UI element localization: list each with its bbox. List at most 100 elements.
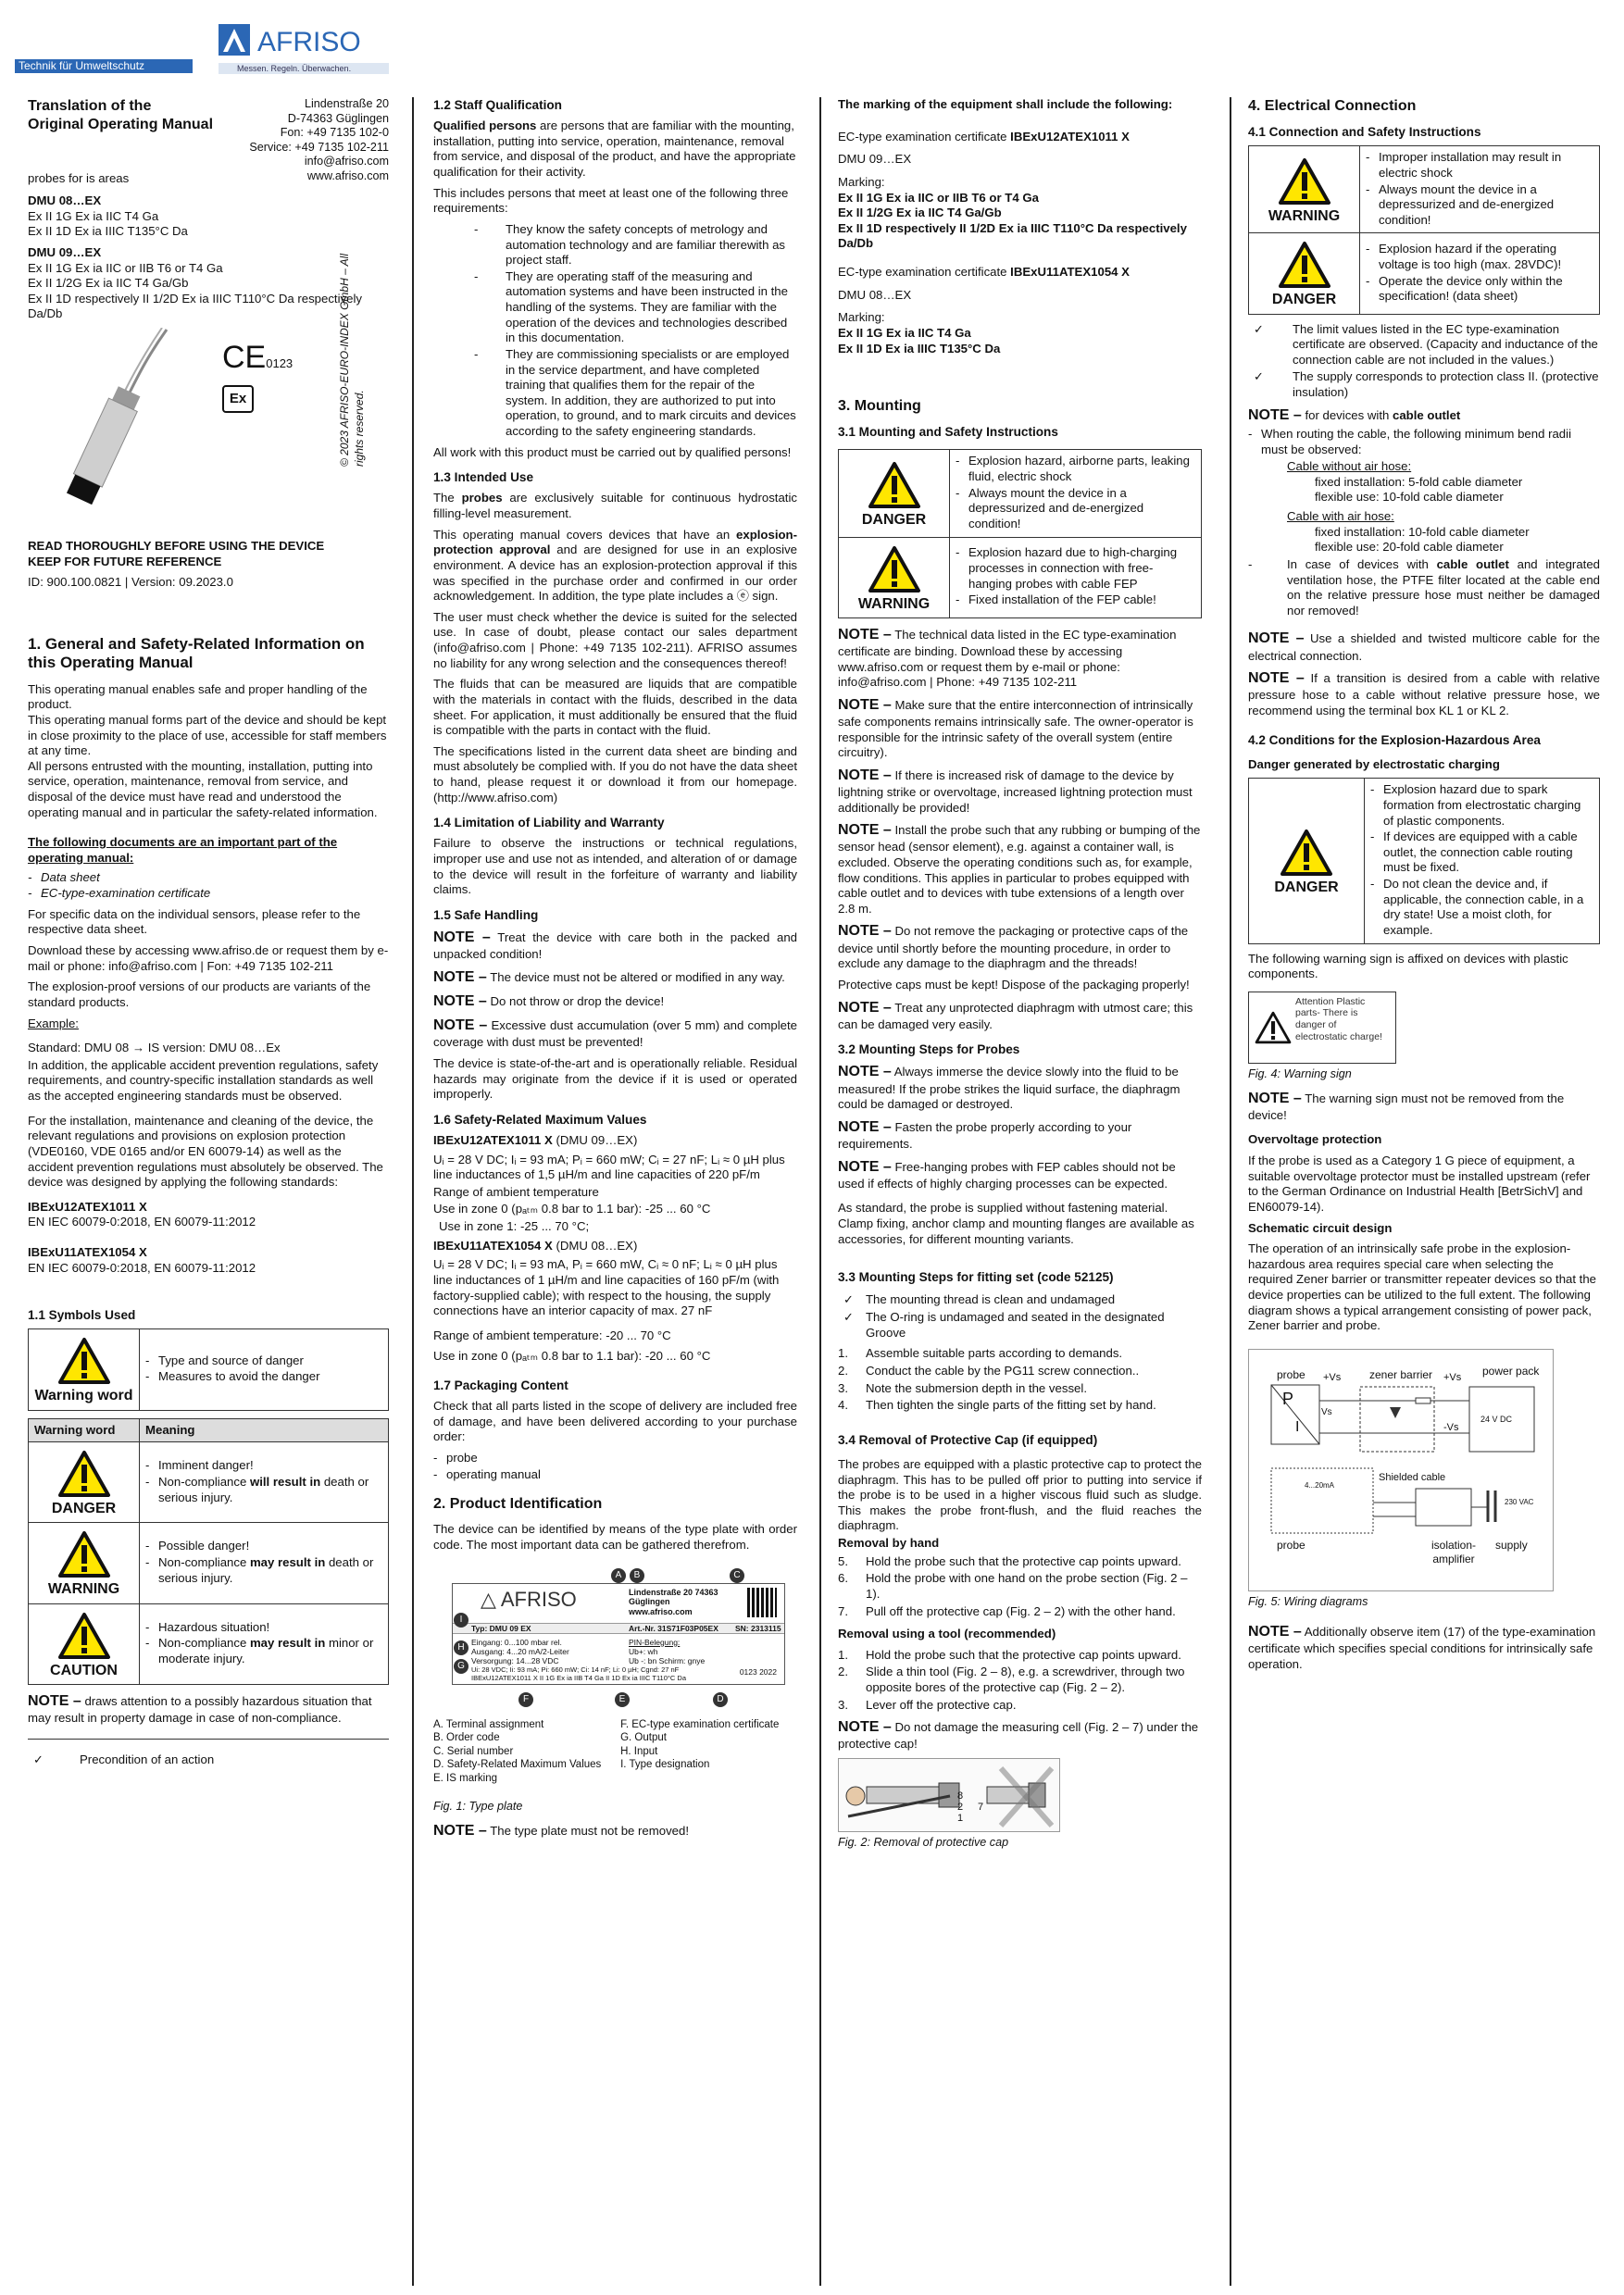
step-item: 3.Note the submersion depth in the vesse…	[838, 1380, 1087, 1395]
diagram-label: Shielded cable	[1379, 1471, 1446, 1483]
type-plate: △ AFRISO Lindenstraße 20 74363 Güglingen…	[452, 1582, 785, 1685]
ce-mark: CE0123	[222, 340, 294, 375]
warning-triangle-icon	[868, 545, 920, 592]
warning-sign-text: Attention Plastic parts- There is danger…	[1295, 995, 1382, 1042]
section-heading: 1.3 Intended Use	[433, 470, 534, 485]
cap-removal-figure: 8 2 1 7	[838, 1758, 1060, 1833]
step-item: 1.Assemble suitable parts according to d…	[838, 1346, 1123, 1361]
qr-code-icon	[747, 1587, 777, 1617]
warning-triangle-icon	[868, 461, 920, 508]
section-heading: 3.1 Mounting and Safety Instructions	[838, 425, 1058, 440]
list-item: operating manual	[433, 1467, 797, 1483]
callout-a: A	[611, 1566, 626, 1583]
plate-line: PIN-Belegung:	[629, 1637, 681, 1647]
address-line: Service: +49 7135 102-211	[249, 140, 389, 154]
note: NOTE – Additionally observe item (17) of…	[1248, 1623, 1596, 1671]
paragraph: This operating manual forms part of the …	[28, 712, 387, 758]
note: NOTE – Free-hanging probes with FEP cabl…	[838, 1158, 1176, 1191]
cable-outlet-list: In case of devices with cable outlet and…	[1248, 557, 1600, 619]
paragraph: The device is state-of-the-art and is op…	[433, 1055, 797, 1102]
callout-g: G	[454, 1657, 468, 1674]
paragraph: If the probe is used as a Category 1 G p…	[1248, 1154, 1591, 1214]
symbols-heading: 1.1 Symbols Used	[28, 1308, 136, 1323]
esd-table: DANGER Explosion hazard due to spark for…	[1248, 778, 1600, 944]
marking-line: Ex II 1G Ex ia IIC T4 Ga	[28, 208, 159, 223]
section-heading: 4.2 Conditions for the Explosion-Hazardo…	[1248, 732, 1541, 747]
paragraph: Download these by accessing www.afriso.d…	[28, 943, 389, 973]
paragraph: Failure to observe the instructions or t…	[433, 836, 797, 897]
column-divider	[412, 97, 414, 2286]
caution-label: CAUTION	[50, 1662, 118, 1678]
dmu09-title: DMU 09…EX	[28, 244, 102, 259]
table-row: WARNING Explosion hazard due to high-cha…	[838, 536, 1202, 618]
paragraph: This operating manual enables safe and p…	[28, 681, 368, 712]
model-label: DMU 08…EX	[838, 287, 912, 302]
doc-title-2: Original Operating Manual	[28, 117, 214, 132]
ex-mark-icon: Ex	[222, 385, 254, 413]
paragraph: Use in zone 1: -25 ... 70 °C;	[439, 1219, 590, 1233]
list-item: If devices are equipped with a cable out…	[1370, 829, 1593, 876]
cap-removal-diagram	[845, 1766, 1055, 1828]
plate-line: Ub -: bn Schirm: gnye	[629, 1655, 706, 1665]
address-line: www.afriso.com	[306, 169, 389, 183]
certificate-id: IBExU12ATEX1011 X	[28, 1199, 147, 1214]
plate-line: 0123 2022	[739, 1666, 777, 1677]
paragraph: The operation of an intrinsically safe p…	[1248, 1241, 1597, 1333]
product-area: CE0123 Ex © 2023 AFRISO-EURO-INDEX GmbH …	[28, 254, 389, 522]
list-item: When routing the cable, the following mi…	[1248, 427, 1600, 457]
note: NOTE – Fasten the probe properly accordi…	[838, 1118, 1132, 1151]
slogan-bar: Messen. Regeln. Überwachen.	[219, 63, 389, 74]
section-heading: 1.4 Limitation of Liability and Warranty	[433, 816, 665, 830]
table-header: Meaning	[139, 1417, 389, 1443]
keep-notice: KEEP FOR FUTURE REFERENCE	[28, 554, 222, 568]
note: NOTE – Treat any unprotected diaphragm w…	[838, 999, 1193, 1031]
callout-h: H	[454, 1639, 468, 1655]
note: NOTE – for devices with cable outlet	[1248, 406, 1461, 423]
paragraph: This includes persons that meet at least…	[433, 185, 789, 216]
diagram-label: supply	[1495, 1538, 1528, 1552]
address-line: Fon: +49 7135 102-0	[280, 126, 389, 140]
paragraph: Check that all parts listed in the scope…	[433, 1399, 797, 1444]
warning-word-cell: Warning word	[28, 1328, 140, 1411]
list-item: EC-type-examination certificate	[28, 886, 389, 902]
check-item: The limit values listed in the EC type-e…	[1248, 322, 1600, 368]
paragraph: Use in zone 0 (pₐₜₘ 0.8 bar to 1.1 bar):…	[433, 1349, 711, 1364]
subheading: Danger generated by electrostatic chargi…	[1248, 756, 1500, 771]
wiring-diagram	[1270, 1384, 1535, 1534]
cable-type: Cable without air hose:	[1287, 459, 1412, 474]
precondition-item: Precondition of an action	[28, 1752, 389, 1768]
radius-item: flexible use: 20-fold cable diameter	[1315, 540, 1504, 555]
diagram-label: +Vs	[1323, 1371, 1342, 1383]
probe-image	[66, 328, 169, 505]
subheading: Removal using a tool (recommended)	[838, 1627, 1056, 1641]
diagram-label: zener barrier	[1369, 1367, 1433, 1381]
marking-label: Marking:	[838, 174, 885, 189]
section-1-heading: 1. General and Safety-Related Informatio…	[28, 634, 365, 672]
diagram-label: probe	[1277, 1538, 1305, 1552]
bend-radii-list: When routing the cable, the following mi…	[1248, 427, 1600, 457]
warning-triangle-icon	[1278, 157, 1330, 205]
warning-triangle-icon	[1280, 829, 1332, 876]
paragraph: Protective caps must be kept! Dispose of…	[838, 977, 1190, 992]
paragraph: Uᵢ = 28 V DC; Iᵢ = 93 mA; Pᵢ = 660 mW; C…	[433, 1152, 785, 1182]
paragraph: The user must check whether the device i…	[433, 609, 797, 670]
cable-type: Cable with air hose:	[1287, 509, 1394, 523]
paragraph: All persons entrusted with the mounting,…	[28, 758, 378, 819]
standard-ref: EN IEC 60079-0:2018, EN 60079-11:2012	[28, 1215, 256, 1229]
type-plate-figure: △ AFRISO Lindenstraße 20 74363 Güglingen…	[433, 1567, 797, 1713]
list-item: They are operating staff of the measurin…	[433, 269, 797, 346]
plate-line: Ub+: wh	[629, 1646, 658, 1656]
address-line: D-74363 Güglingen	[287, 111, 389, 125]
list-item: Explosion hazard due to high-charging pr…	[956, 545, 1195, 592]
table-row: DANGER Explosion hazard due to spark for…	[1248, 778, 1600, 944]
section-heading: 1.2 Staff Qualification	[433, 98, 562, 112]
subheading: Overvoltage protection	[1248, 1132, 1382, 1147]
documents-heading: The following documents are an important…	[28, 835, 338, 865]
warning-label: WARNING	[47, 1581, 120, 1598]
warning-triangle-icon	[1255, 1011, 1292, 1044]
table-row: DANGER Explosion hazard if the operating…	[1248, 232, 1600, 315]
diagram-label: -Vs	[1443, 1421, 1459, 1433]
note: NOTE – Do not damage the measuring cell …	[838, 1719, 1199, 1752]
probes-label: probes for is areas	[28, 171, 130, 185]
note: NOTE – Excessive dust accumulation (over…	[433, 1017, 797, 1050]
